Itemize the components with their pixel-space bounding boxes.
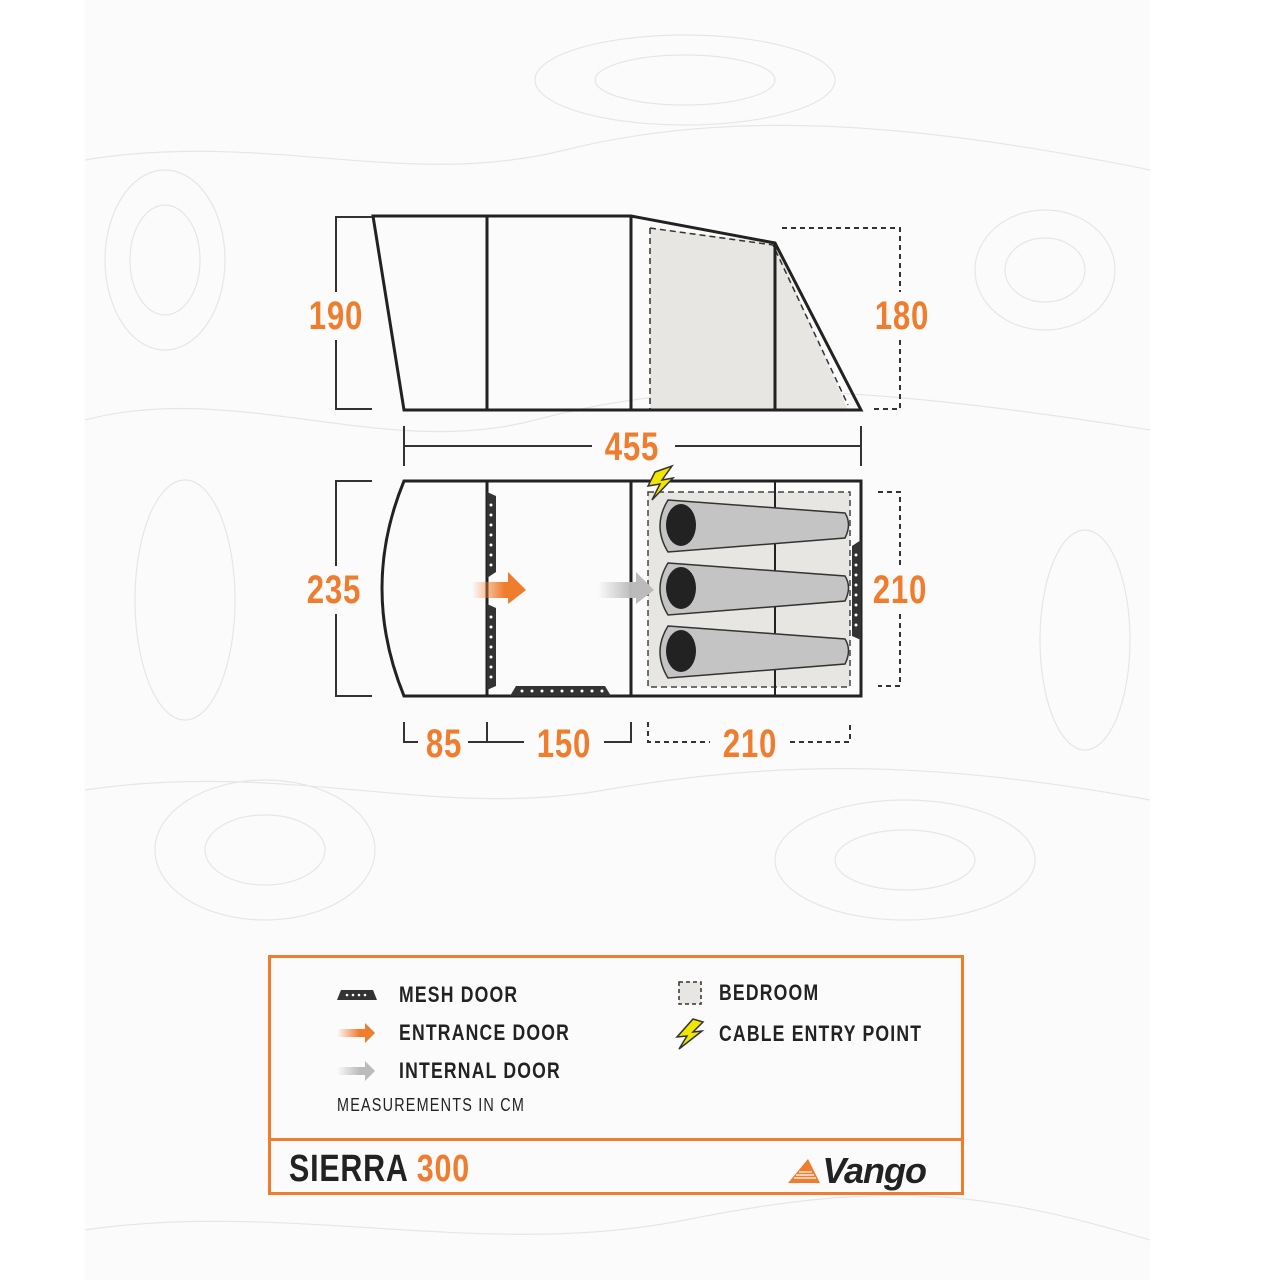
side-view	[335, 214, 901, 466]
total-length-label: 455	[604, 425, 660, 469]
tent-diagram	[335, 214, 901, 743]
lightning-icon	[646, 464, 676, 501]
topographic-background	[85, 0, 1150, 1280]
legend-item-internal-door: INTERNAL DOOR	[337, 1058, 601, 1084]
entrance-door-arrow-icon	[337, 1023, 375, 1043]
living-length-label: 150	[536, 722, 592, 766]
vango-triangle-icon	[788, 1159, 821, 1183]
height-front-label: 190	[308, 294, 364, 338]
legend-item-cable-entry: CABLE ENTRY POINT	[675, 1018, 973, 1050]
legend-box: MESH DOOR ENTRANCE DOOR INTERNAL DOOR ME…	[268, 955, 964, 1195]
mesh-door-icon	[337, 990, 377, 1000]
measurements-note: MEASUREMENTS IN CM	[337, 1095, 526, 1115]
floor-plan	[335, 464, 901, 743]
legend-item-mesh-door: MESH DOOR	[337, 982, 548, 1008]
width-front-label: 235	[306, 568, 362, 612]
height-rear-label: 180	[874, 294, 930, 338]
legend-item-bedroom: BEDROOM	[677, 980, 844, 1006]
legend-item-entrance-door: ENTRANCE DOOR	[337, 1020, 613, 1046]
width-bedroom-label: 210	[872, 568, 928, 612]
internal-door-arrow-icon	[598, 572, 654, 604]
porch-length-label: 85	[425, 722, 463, 766]
bedroom-length-label: 210	[722, 722, 778, 766]
brand-logo: Vango	[786, 1150, 927, 1192]
mesh-door-icon	[487, 492, 861, 696]
topo-lines-decoration	[85, 34, 1150, 1241]
product-title: SIERRA 300	[289, 1148, 470, 1190]
sleeping-bags	[659, 499, 850, 679]
internal-door-arrow-icon	[337, 1061, 375, 1081]
bedroom-icon	[678, 981, 702, 1005]
legend-divider	[271, 1138, 961, 1141]
lightning-icon	[675, 1018, 705, 1050]
entrance-door-arrow-icon	[472, 572, 526, 604]
